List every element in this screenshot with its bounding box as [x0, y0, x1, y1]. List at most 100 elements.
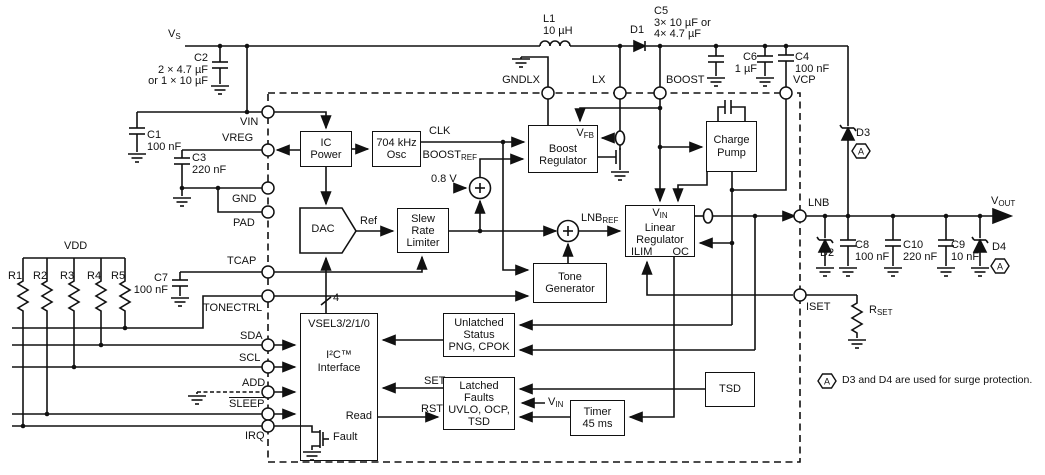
- ilim-label: ILIM: [631, 246, 653, 258]
- clk-label: CLK: [429, 125, 451, 137]
- badge-a-d3: [851, 143, 871, 159]
- ic-pins: [261, 86, 807, 433]
- rset-label: RSET: [869, 304, 893, 317]
- feedback-tap: [614, 130, 626, 146]
- ref-label: Ref: [360, 215, 378, 227]
- badge-a-d4: [990, 258, 1010, 274]
- pin-iset: [793, 288, 807, 302]
- r1-label: R1: [8, 270, 23, 282]
- d2-label: D2: [820, 247, 835, 259]
- pin-lx: [613, 86, 627, 100]
- vreg-pin-label: VREG: [222, 132, 254, 144]
- surge-protection-note: D3 and D4 are used for surge protection.: [842, 374, 1033, 386]
- lnb-pin-label: LNB: [808, 197, 830, 209]
- charge-pump-block: Charge Pump: [706, 121, 757, 172]
- pin-gndlx: [541, 86, 555, 100]
- dac-block-label: DAC: [311, 223, 335, 235]
- capacitor-c3: [173, 157, 191, 165]
- gnd-pin-label: GND: [232, 193, 257, 205]
- latched-faults-block: Latched Faults UVLO, OCP, TSD: [443, 377, 515, 430]
- inductor-l1: [539, 40, 571, 47]
- tcap-pin-label: TCAP: [227, 255, 257, 267]
- d4-label: D4: [992, 241, 1007, 253]
- capacitor-c6: [756, 55, 774, 63]
- boostref-label: BOOSTREF: [422, 149, 477, 162]
- ground: [883, 267, 903, 277]
- boost-regulator-block: VFB Boost Regulator: [528, 125, 598, 173]
- pin-tonectrl: [261, 289, 275, 303]
- pad-pin-label: PAD: [233, 217, 255, 229]
- unlatched-status-block: Unlatched Status PNG, CPOK: [443, 313, 515, 357]
- ground: [755, 77, 775, 87]
- r2-label: R2: [33, 270, 48, 282]
- ground: [172, 197, 192, 207]
- tsd-block: TSD: [705, 372, 755, 407]
- note-badge-letters: A A A: [824, 147, 1003, 387]
- resistor-r3: [68, 277, 80, 315]
- ground-gndlx: [511, 58, 531, 68]
- vs-label: VS: [168, 28, 181, 41]
- ground: [936, 267, 956, 277]
- pin-irq: [261, 419, 275, 433]
- read-label: Read: [345, 410, 372, 422]
- resistor-rset: [851, 299, 863, 337]
- pin-tcap: [261, 265, 275, 279]
- lnbref-label: LNBREF: [581, 212, 619, 225]
- irq-pin-label: IRQ: [245, 430, 265, 442]
- vin-pin-label: VIN: [240, 116, 259, 128]
- slew-rate-limiter-block: Slew Rate Limiter: [397, 208, 449, 253]
- ground-add: [187, 395, 207, 405]
- set-label: SET: [424, 375, 446, 387]
- note-badges: [817, 143, 1010, 389]
- ground: [706, 77, 726, 87]
- pin-boost: [653, 86, 667, 100]
- vfb-label: VFB: [576, 127, 594, 140]
- oscillator-block: 704 kHz Osc: [372, 131, 421, 167]
- pin-vreg: [261, 143, 275, 157]
- timer-block: Timer 45 ms: [570, 400, 625, 436]
- tonectrl-pin-label: TONECTRL: [203, 302, 263, 314]
- current-sense: [702, 208, 714, 224]
- resistor-r2: [41, 277, 53, 315]
- capacitor-c4: [777, 54, 795, 62]
- sda-pin-label: SDA: [240, 330, 263, 342]
- ground: [127, 153, 147, 163]
- vin-label: VIN: [652, 207, 668, 220]
- vsel-label: VSEL3/2/1/0: [308, 318, 370, 330]
- ground: [970, 267, 990, 277]
- capacitor-c1: [128, 127, 146, 135]
- svg-text:A: A: [824, 377, 830, 387]
- pin-gnd: [261, 181, 275, 195]
- ground-c7: [170, 297, 190, 307]
- pin-vin: [261, 105, 275, 119]
- ic-power-block: IC Power: [300, 131, 352, 167]
- oc-label: OC: [672, 246, 690, 258]
- r3-label: R3: [60, 270, 75, 282]
- svg-text:A: A: [997, 262, 1003, 272]
- summing-junction-boostref: [468, 176, 492, 200]
- scl-pin-label: SCL: [239, 352, 261, 364]
- diode-d1: [633, 39, 647, 53]
- bus-width-label: 4: [333, 292, 340, 304]
- fault-label: Fault: [333, 431, 358, 443]
- iset-pin-label: ISET: [806, 301, 831, 313]
- junction-dots: [20, 43, 983, 429]
- badge-a-note: [817, 373, 837, 389]
- add-pin-label: ADD: [242, 377, 266, 389]
- ground: [210, 85, 230, 95]
- vout-label: VOUT: [991, 195, 1016, 208]
- diode-d3: [839, 124, 857, 141]
- capacitor-c8: [839, 239, 857, 247]
- ground-rset: [847, 339, 867, 349]
- summing-junction-lnbref: [556, 219, 580, 243]
- component-symbols: [17, 39, 1014, 461]
